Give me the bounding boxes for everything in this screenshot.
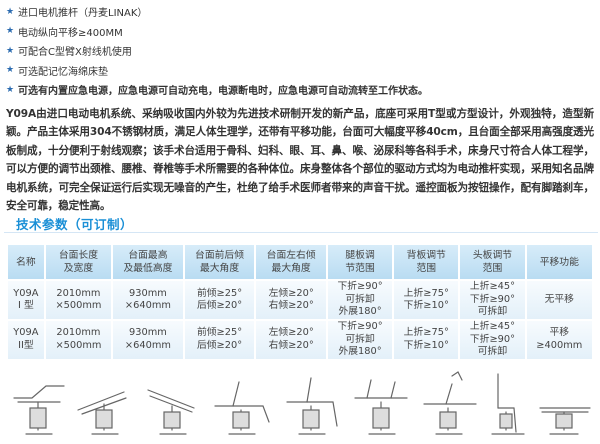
- table-header-row: 名称台面长度及宽度台面最高及最低高度台面前后倾最大角度台面左右倾最大角度腿板调节…: [8, 245, 592, 279]
- table-header-cell: 台面最高及最低高度: [113, 245, 183, 279]
- table-header-cell: 名称: [8, 245, 44, 279]
- table-cell: 2010mm×500mm: [45, 281, 112, 319]
- table-header-cell: 台面前后倾最大角度: [184, 245, 255, 279]
- star-icon: ★: [6, 26, 15, 37]
- position-illustration: [147, 389, 195, 435]
- table-cell: 上折≥45°下折≥90°可拆卸: [460, 321, 525, 359]
- table-header-cell: 腿板调节范围: [327, 245, 393, 279]
- spec-table: 名称台面长度及宽度台面最高及最低高度台面前后倾最大角度台面左右倾最大角度腿板调节…: [6, 243, 594, 361]
- table-cell: 930mm×640mm: [113, 281, 183, 319]
- title-divider: [4, 232, 598, 233]
- position-illustration: [286, 377, 338, 435]
- position-illustration: [77, 391, 127, 435]
- position-illustration: [354, 379, 408, 435]
- feature-text: 电动纵向平移≥400MM: [18, 27, 123, 39]
- star-icon: ★: [6, 84, 15, 95]
- feature-list: ★进口电机推杆（丹麦LINAK）★电动纵向平移≥400MM★可配合C型臂X射线机…: [6, 2, 596, 100]
- table-cell: 左倾≥20°右倾≥20°: [256, 281, 326, 319]
- table-cell: 下折≥90°可拆卸外展180°: [327, 281, 393, 319]
- table-cell: 上折≥75°下折≥10°: [394, 281, 459, 319]
- table-header-cell: 台面左右倾最大角度: [256, 245, 326, 279]
- star-icon: ★: [6, 65, 15, 76]
- product-description: Y09A由进口电动电机系统、采纳吸收国内外较为先进技术研制开发的新产品，底座可采…: [6, 108, 594, 213]
- feature-item: ★可选配记忆海绵床垫: [6, 61, 596, 81]
- table-cell: 无平移: [526, 281, 592, 319]
- table-cell: 下折≥90°可拆卸外展180°: [327, 321, 393, 359]
- table-position-illustrations: [13, 371, 591, 435]
- table-cell: 上折≥45°下折≥90°可拆卸: [460, 281, 525, 319]
- position-illustration: [539, 407, 591, 435]
- position-illustration: [13, 385, 65, 435]
- table-header-cell: 台面长度及宽度: [45, 245, 112, 279]
- feature-item: ★可配合C型臂X射线机使用: [6, 41, 596, 61]
- feature-text: 可选配记忆海绵床垫: [18, 66, 108, 78]
- feature-text: 可配合C型臂X射线机使用: [18, 47, 132, 59]
- feature-text: 可选有内置应急电源，应急电源可自动充电，电源断电时，应急电源可自动流转至工作状态…: [18, 86, 428, 98]
- position-illustration: [214, 381, 270, 435]
- table-header-cell: 平移功能: [526, 245, 592, 279]
- table-header-cell: 头板调节范围: [460, 245, 525, 279]
- position-illustration: [491, 373, 525, 435]
- table-cell: 前倾≥25°后倾≥20°: [184, 281, 255, 319]
- params-title: 技术参数（可订制）: [16, 217, 134, 232]
- table-cell: 前倾≥25°后倾≥20°: [184, 321, 255, 359]
- star-icon: ★: [6, 6, 15, 17]
- position-illustration: [423, 371, 477, 435]
- table-cell: 平移≥400mm: [526, 321, 592, 359]
- feature-item: ★电动纵向平移≥400MM: [6, 22, 596, 42]
- table-header-cell: 背板调节范围: [394, 245, 459, 279]
- feature-item: ★进口电机推杆（丹麦LINAK）: [6, 2, 596, 22]
- feature-text: 进口电机推杆（丹麦LINAK）: [18, 8, 148, 20]
- table-cell: 上折≥75°下折≥10°: [394, 321, 459, 359]
- table-cell: 930mm×640mm: [113, 321, 183, 359]
- star-icon: ★: [6, 45, 15, 56]
- table-cell: 2010mm×500mm: [45, 321, 112, 359]
- feature-item: ★可选有内置应急电源，应急电源可自动充电，电源断电时，应急电源可自动流转至工作状…: [6, 80, 596, 100]
- table-cell: 左倾≥20°右倾≥20°: [256, 321, 326, 359]
